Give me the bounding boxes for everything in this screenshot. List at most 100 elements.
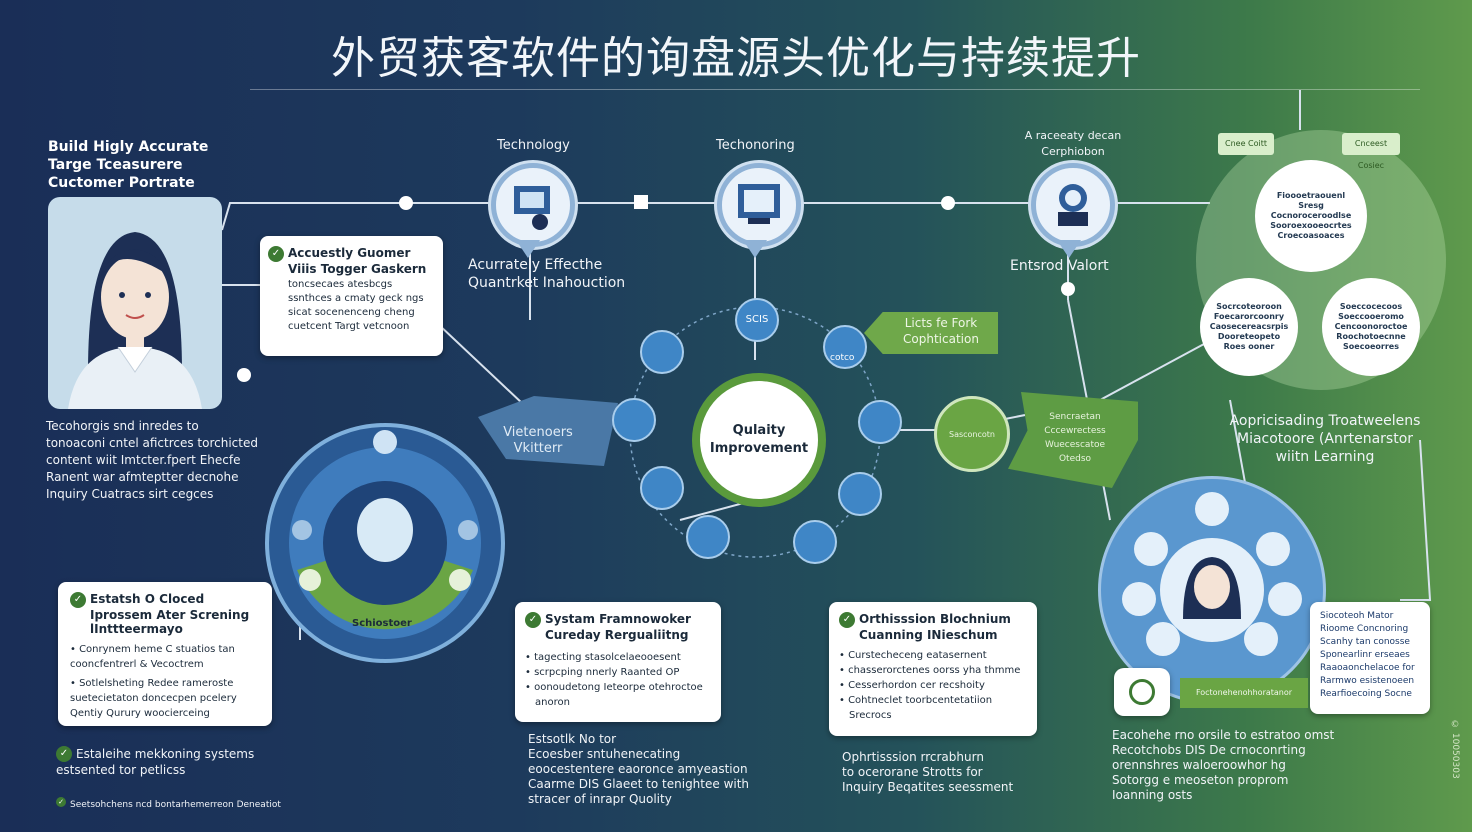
node-scis: SCIS xyxy=(735,298,779,342)
optim-box-bullet: Cohtneclet toorbcentetatiion xyxy=(848,695,993,706)
learning-circle xyxy=(1098,476,1326,704)
hub-label-line: Improvement xyxy=(709,441,809,456)
left-description-line: tonoaconi cntel afictrces torchicted xyxy=(46,436,258,450)
optim-box-bullet: chasserorctenes oorss yha thmme xyxy=(848,665,1021,676)
tree-root-line: Cocnoroceroodlse xyxy=(1270,211,1352,220)
pin-label-arctecy: A raceeaty decan Cerphiobon xyxy=(1018,128,1128,160)
wheel-bottom-label: Schiostoer xyxy=(352,618,412,629)
right-box-line: Sponearlinr erseaes xyxy=(1320,650,1410,660)
app-learning-line: Miacotoore (Anrtenarstor xyxy=(1236,431,1414,447)
node-doc-icon xyxy=(612,398,656,442)
system-box-heading: Cureday Rergualiitng xyxy=(545,628,689,642)
node-graph-icon xyxy=(686,515,730,559)
customer-target-box: ✓Accuestly Guomer Viiis Togger Gaskern t… xyxy=(260,236,443,356)
connector-square xyxy=(634,195,648,209)
system-note: Estsotlk No tor Ecoesber sntuhenecating … xyxy=(528,732,749,807)
left-description-line: Tecohorgis snd inredes to xyxy=(46,419,199,433)
optimization-tag-text: Licts fe Fork Cophtication xyxy=(886,315,996,347)
techonoring-pin xyxy=(717,163,801,247)
left-heading-line: Targe Tceasurere xyxy=(48,157,183,173)
effective-label-line: Quantrket Inahouction xyxy=(468,275,626,291)
system-note-line: Estsotlk No tor xyxy=(528,732,617,746)
green-shape-line: Cccewrectess xyxy=(1044,426,1106,436)
green-shape-text: Sencraetan Cccewrectess Wuecescatoe Oted… xyxy=(1030,410,1120,466)
customer-box-line: cuetcent Targt vetcnoon xyxy=(288,321,410,332)
pin-label-line: A raceeaty decan xyxy=(1024,129,1122,142)
closed-box-heading: Iprossem Ater Screning xyxy=(90,608,250,622)
check-icon: ✓ xyxy=(70,592,86,608)
system-box-bullet: tagecting stasolcelaeooesent xyxy=(534,652,681,663)
closed-loop-box: ✓ Estatsh O Cloced Iprossem Ater Screning… xyxy=(58,582,272,726)
visitor-label: Vietenoers Vkitterr xyxy=(503,425,573,456)
title-divider xyxy=(250,89,1420,90)
learner-icon xyxy=(1122,492,1302,656)
customer-box-line: ssnthces a cmaty geck ngs xyxy=(288,293,424,304)
pin-tail xyxy=(743,240,767,258)
green-shape-line: Otedso xyxy=(1058,454,1092,464)
connector-dot xyxy=(399,196,413,210)
optim-note-line: to ocerorane Strotts for xyxy=(842,765,983,779)
closed-box-heading: Estatsh O Cloced xyxy=(90,592,205,606)
system-framework-box: ✓ Systam Framnowoker Cureday Rergualiitng… xyxy=(515,602,721,722)
copyright-mark: © 10050303 xyxy=(1450,720,1460,779)
tree-root-line: Croecoasoaces xyxy=(1277,231,1345,240)
tree-left-line: Dooreteopeto xyxy=(1217,332,1281,341)
app-learning-line: Aopricisading Troatweelens xyxy=(1229,413,1421,429)
green-node: Sasconcotn xyxy=(934,396,1010,472)
system-box-heading: Systam Framnowoker xyxy=(545,612,691,626)
system-note-line: stracer of inrapr Quolity xyxy=(528,792,672,806)
tree-right-line: Roochotoecnne xyxy=(1336,332,1406,341)
node-tag: cotco xyxy=(830,353,855,363)
node-table-icon xyxy=(838,472,882,516)
connector-dot xyxy=(1061,282,1075,296)
robot-icon xyxy=(1058,184,1088,226)
pin-label-technology: Technology xyxy=(497,138,570,153)
left-description-line: Ranent war afmteptter decnohe xyxy=(46,470,239,484)
tree-left-line: Socrcoteoroon xyxy=(1216,302,1282,311)
right-box-line: Siocoteoh Mator xyxy=(1320,611,1394,621)
optim-note: Ophrtisssion rrcrabhurn to ocerorane Str… xyxy=(842,750,1013,795)
tree-root-line: Fioooetraouenl xyxy=(1276,191,1346,200)
green-shape-line: Sencraetan xyxy=(1049,412,1101,422)
tree-root-line: Sooroexooeocrtes xyxy=(1270,221,1352,230)
optim-box-heading: Cuanning INieschum xyxy=(859,628,998,642)
right-note: Eacohehe rno orsile to estratoo omst Rec… xyxy=(1112,728,1334,803)
app-learning-line: wiitn Learning xyxy=(1275,449,1375,465)
monitor-icon xyxy=(738,184,780,224)
tree-right-line: Soeccooeromo xyxy=(1338,312,1404,321)
right-tag-icon-box xyxy=(1114,668,1170,716)
pin-tail xyxy=(1057,240,1081,258)
green-shape-line: Wuecescatoe xyxy=(1044,440,1106,450)
right-note-line: orennshres waloeroowhor hg xyxy=(1112,758,1286,772)
check-icon: ✓ xyxy=(56,746,72,762)
hub-label-line: Qulaity xyxy=(732,423,786,438)
connector-dot xyxy=(941,196,955,210)
right-note-line: Recotchobs DIS De crnoconrting xyxy=(1112,743,1306,757)
effective-label-line: Acurrately Effecthe xyxy=(468,257,603,273)
optim-box-bullet: Curstecheceng eatasernent xyxy=(848,650,987,661)
closed-box-bullet: Sotlelsheting Redee rameroste suetecieta… xyxy=(70,678,237,719)
optimization-tag xyxy=(864,312,998,354)
customer-box-heading: Accuestly Guomer xyxy=(288,246,411,260)
right-note-line: Sotorgg e meoseton proprom xyxy=(1112,773,1289,787)
pin-label-techonoring: Techonoring xyxy=(716,138,795,153)
system-box-bullet: anoron xyxy=(535,697,570,708)
tree-right-line: Soecoeorres xyxy=(1343,342,1399,351)
customer-avatar-card xyxy=(48,197,222,409)
node-list-icon xyxy=(858,400,902,444)
app-learning-label: Aopricisading Troatweelens Miacotoore (A… xyxy=(1210,412,1440,466)
tree-tag: Cnceest Cosiec xyxy=(1342,133,1400,170)
left-heading-line: Cuctomer Portrate xyxy=(48,175,195,191)
tree-left-line: Roes ooner xyxy=(1223,342,1275,351)
optim-box-heading: Orthisssion Blochnium xyxy=(859,612,1011,626)
effective-label: Acurrately Effecthe Quantrket Inahouctio… xyxy=(468,256,625,292)
machine-icon xyxy=(514,186,550,230)
check-icon: ✓ xyxy=(525,612,541,628)
node-box-icon xyxy=(793,520,837,564)
system-note-line: Caarme DIS Glaeet to tenightee with xyxy=(528,777,750,791)
monitor-note: ✓Estaleihe mekkoning systems estsented t… xyxy=(56,746,306,778)
green-shape xyxy=(1008,392,1138,488)
